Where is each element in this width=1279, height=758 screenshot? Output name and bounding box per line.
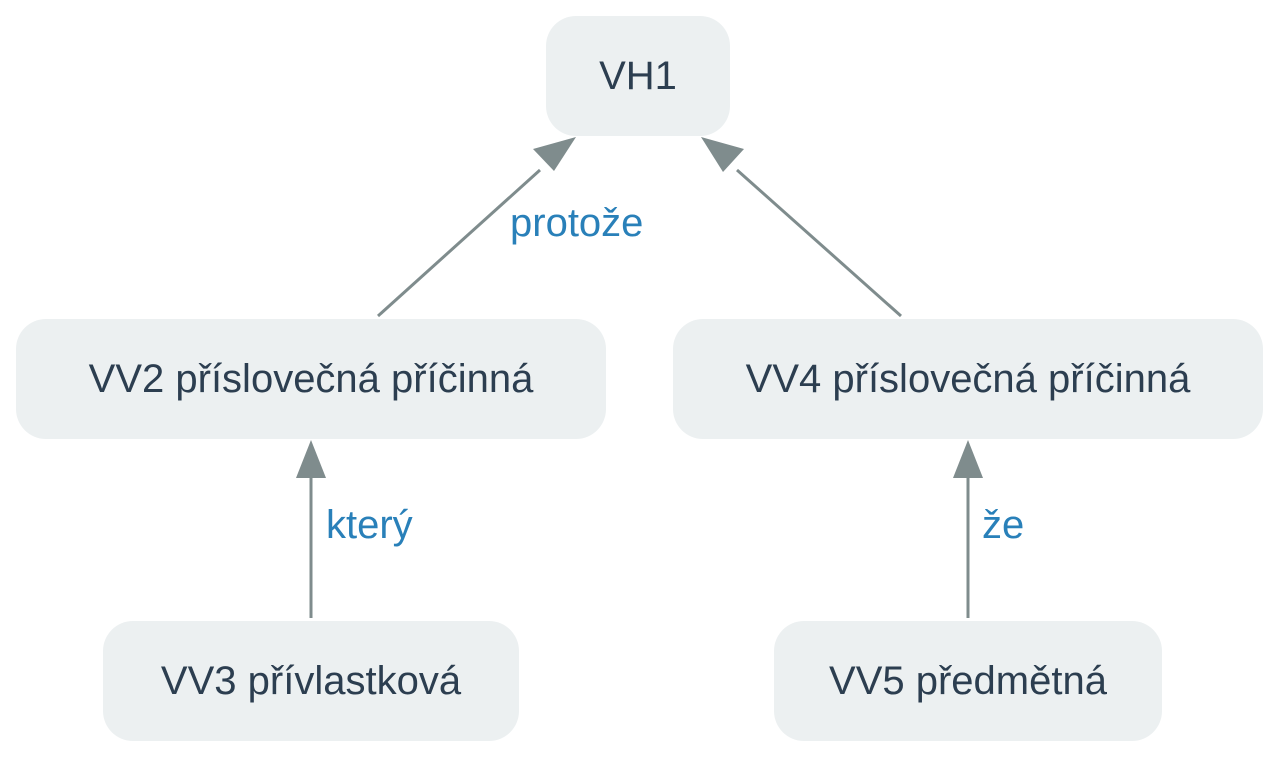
node-vv5-label: VV5 předmětná [829, 658, 1107, 703]
arrowhead-vv5-to-vv4 [953, 440, 983, 478]
node-vv2: VV2 příslovečná příčinná [16, 319, 606, 439]
node-vv3-label: VV3 přívlastková [160, 658, 462, 703]
arrowhead-vv3-to-vv2 [296, 440, 326, 478]
node-vv3: VV3 přívlastková [103, 621, 519, 741]
edge-label-ktery: který [326, 503, 413, 547]
node-vh1-label: VH1 [599, 53, 677, 98]
edge-vv2-to-vh1 [376, 168, 542, 318]
edge-label-ze: že [982, 503, 1025, 547]
node-vh1: VH1 [546, 16, 730, 136]
node-vv4: VV4 příslovečná příčinná [673, 319, 1263, 439]
node-vv4-label: VV4 příslovečná příčinná [745, 356, 1191, 401]
arrowhead-vv2-to-vh1 [533, 137, 576, 171]
arrowhead-vv4-to-vh1 [701, 137, 744, 172]
edge-vv4-to-vh1 [736, 168, 902, 318]
node-vv2-label: VV2 příslovečná příčinná [88, 356, 534, 401]
node-vv5: VV5 předmětná [774, 621, 1162, 741]
edge-label-protoze: protože [510, 201, 644, 245]
